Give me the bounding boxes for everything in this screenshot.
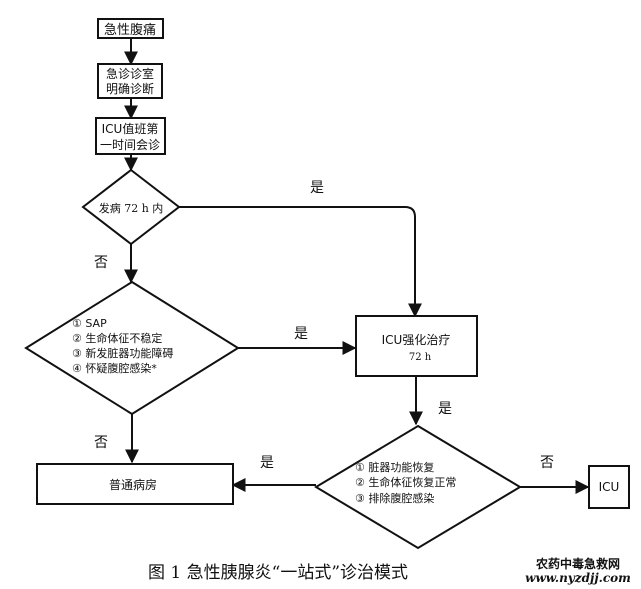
edge-label-d3-yes: 是 [260,455,274,471]
label-within-72h: 发病 72 h 内 [99,201,164,215]
diamond-criteria [24,280,240,416]
label-icu: ICU [599,480,620,494]
criteria-line-3: ③ 新发脏器功能障碍 [72,346,173,360]
label-icu-consult-line1: ICU值班第 [102,121,159,136]
label-general-ward: 普通病房 [109,477,157,492]
box-icu-consult [95,117,166,155]
edge-d1-icu-treat [179,206,422,318]
recovery-line-2: ② 生命体征恢复正常 [355,475,456,489]
criteria-line-1: ① SAP [72,317,107,330]
recovery-line-3: ③ 排除腹腔感染 [355,491,434,505]
label-emergency-line2: 明确诊断 [106,81,154,96]
box-icu-intensive-treatment [355,315,478,377]
edge-label-d1-yes: 是 [310,180,324,196]
box-emergency-diagnosis [97,63,163,99]
criteria-line-4: ④ 怀疑腹腔感染* [72,361,157,375]
label-icu-treatment: ICU强化治疗 [382,333,451,347]
box-acute-abdominal-pain [97,18,164,39]
diamond-within-72h [81,168,181,246]
label-emergency-line1: 急诊诊室 [106,66,154,81]
edge-label-treat-yes: 是 [438,401,452,417]
box-general-ward [36,463,234,505]
connectors [124,38,590,494]
watermark-line2: www.nyzdjj.com [525,571,631,585]
figure-caption: 图 1 急性胰腺炎“一站式”诊治模式 [148,563,408,583]
edge-label-d2-yes: 是 [294,326,308,342]
label-acute-abdominal-pain: 急性腹痛 [104,22,156,38]
diamond-recovery [314,424,522,550]
recovery-line-1: ① 脏器功能恢复 [355,460,434,474]
criteria-line-2: ② 生命体征不稳定 [72,331,162,345]
edge-label-d2-no: 否 [94,435,108,451]
box-icu [588,465,630,509]
label-icu-treatment-duration: 72 h [409,352,432,363]
edge-label-d3-no: 否 [540,455,554,471]
watermark-line1: 农药中毒急救网 [535,556,620,571]
label-icu-consult-line2: 一时间会诊 [100,138,160,152]
edge-label-d1-no: 否 [94,255,108,271]
